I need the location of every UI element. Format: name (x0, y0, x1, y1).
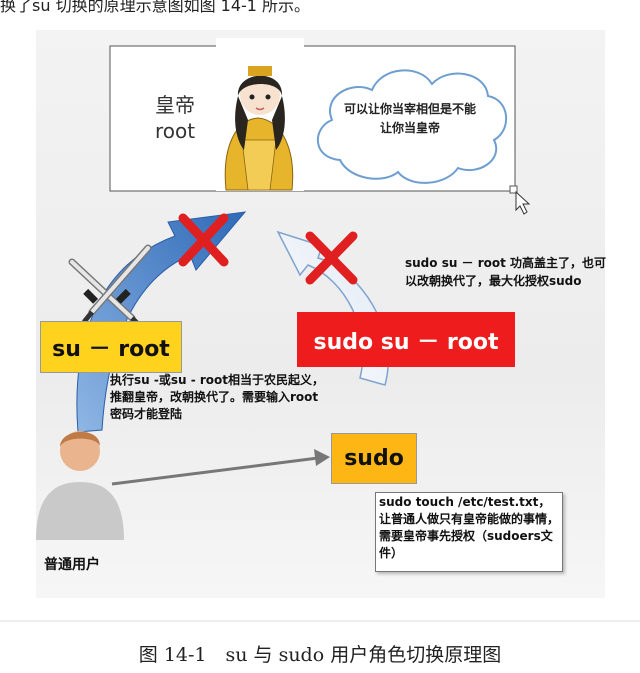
figure-caption: 图 14-1 su 与 sudo 用户角色切换原理图 (138, 644, 502, 666)
cross-mark-su (178, 213, 229, 267)
intro-text: 换了su 切换的原理示意图如图 14-1 所示。 (0, 0, 311, 15)
emperor-label-line2: root (154, 119, 196, 143)
user-avatar-icon (36, 431, 124, 540)
sudo-su-note: sudo su － root 功高盖主了，也可以改朝换代了，最大化授权sudo (405, 256, 607, 288)
emperor-label-line1: 皇帝 (155, 93, 195, 117)
mouse-cursor-icon (515, 190, 531, 215)
emperor-label: 皇帝 root (140, 92, 210, 144)
user-label: 普通用户 (44, 557, 100, 573)
sudo-su-root-label: sudo su － root (297, 312, 515, 367)
cross-mark-sudo-su (305, 231, 358, 285)
sudo-note: sudo touch /etc/test.txt，让普通人做只有皇帝能做的事情，… (375, 492, 563, 572)
crossed-swords-icon (68, 244, 152, 328)
su-root-label: su － root (40, 321, 182, 373)
cloud-text: 可以让你当宰相但是不能让你当皇帝 (343, 102, 476, 135)
emperor-figure-icon (216, 38, 304, 191)
resize-handle-icon (509, 185, 518, 194)
user-to-sudo-arrow (111, 449, 330, 486)
speech-cloud (316, 69, 508, 184)
su-note: 执行su -或su - root相当于农民起义，推翻皇帝，改朝换代了。需要输入r… (110, 373, 325, 421)
sudo-label: sudo (331, 433, 417, 484)
